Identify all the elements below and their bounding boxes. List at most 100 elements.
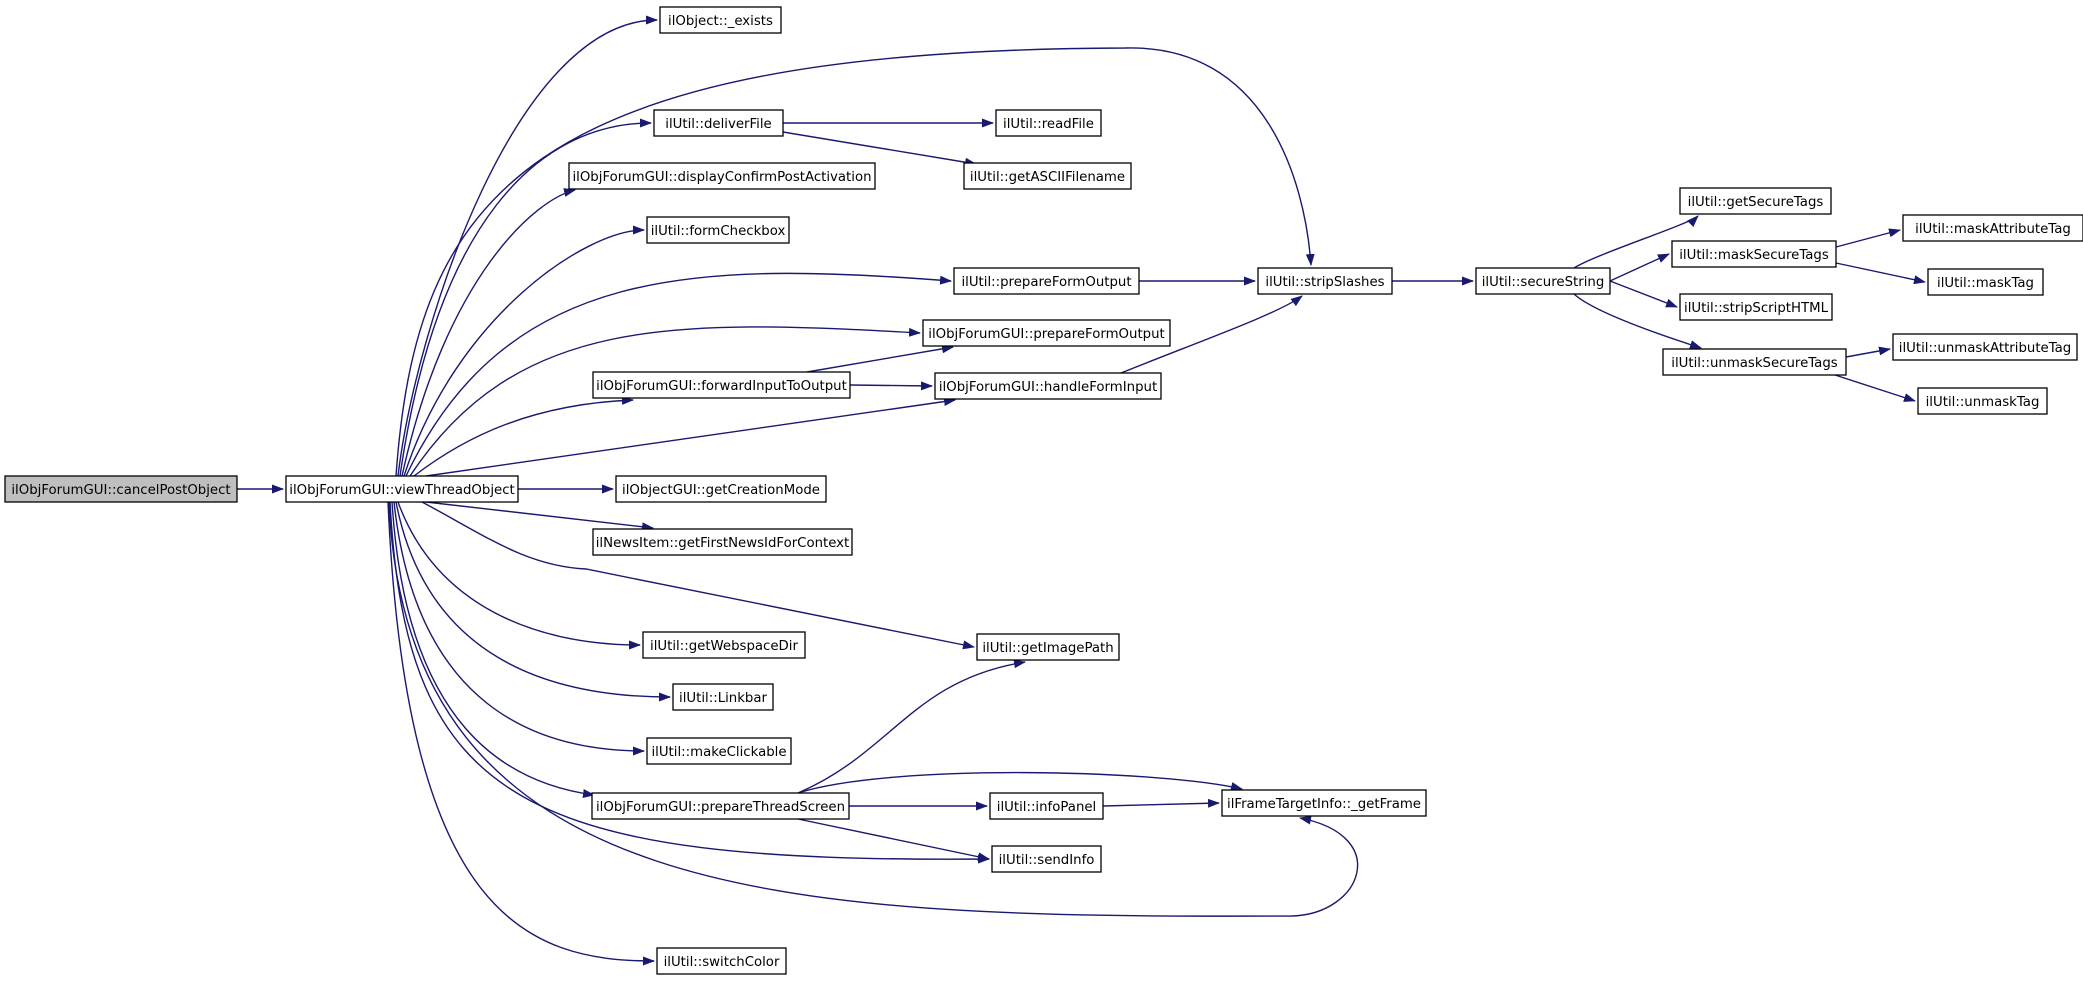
- node-box: [1671, 240, 1837, 268]
- node-box: [4, 475, 238, 503]
- node-get-secure-tags[interactable]: ilUtil::getSecureTags: [1679, 187, 1832, 215]
- node-get-image-path[interactable]: ilUtil::getImagePath: [976, 633, 1120, 661]
- node-label: ilUtil::unmaskSecureTags: [1671, 356, 1837, 371]
- node-box: [646, 737, 792, 765]
- node-box: [963, 162, 1132, 190]
- node-form-checkbox[interactable]: ilUtil::formCheckbox: [646, 216, 790, 244]
- node-info-panel[interactable]: ilUtil::infoPanel: [989, 792, 1104, 820]
- node-make-clickable[interactable]: ilUtil::makeClickable: [646, 737, 792, 765]
- node-unmask-tag[interactable]: ilUtil::unmaskTag: [1917, 387, 2048, 415]
- node-label: ilUtil::infoPanel: [997, 800, 1097, 815]
- node-label: ilObject::_exists: [668, 14, 773, 29]
- node-get-frame[interactable]: ilFrameTargetInfo::_getFrame: [1221, 789, 1427, 817]
- edge-handle-form-input-to-strip-slashes: [1120, 295, 1303, 374]
- node-label: ilObjForumGUI::prepareThreadScreen: [596, 800, 845, 815]
- node-get-webspace-dir[interactable]: ilUtil::getWebspaceDir: [642, 631, 806, 659]
- node-forward-input-to-output[interactable]: ilObjForumGUI::forwardInputToOutput: [592, 371, 851, 399]
- node-label: ilObjectGUI::getCreationMode: [622, 483, 820, 498]
- edge-view-thread-object-to-get-webspace-dir: [397, 501, 641, 650]
- node-box: [1257, 267, 1393, 295]
- node-display-confirm-post-activation[interactable]: ilObjForumGUI::displayConfirmPostActivat…: [568, 162, 876, 190]
- node-label: ilUtil::maskTag: [1937, 276, 2034, 291]
- node-box: [976, 633, 1120, 661]
- edge-view-thread-object-to-forum-prepare-form-output: [409, 326, 921, 477]
- node-label: ilUtil::sendInfo: [999, 853, 1095, 868]
- node-send-info[interactable]: ilUtil::sendInfo: [991, 845, 1102, 873]
- node-box: [591, 792, 850, 820]
- node-box: [995, 109, 1102, 137]
- edge-view-thread-object-to-get-first-news-id: [425, 501, 654, 532]
- edge-secure-string-to-unmask-secure-tags: [1573, 293, 1702, 349]
- edge-deliver-file-to-get-ascii-filename: [782, 131, 977, 167]
- node-label: ilUtil::maskSecureTags: [1679, 248, 1829, 263]
- node-label: ilUtil::unmaskAttributeTag: [1899, 341, 2072, 356]
- node-box: [659, 6, 782, 34]
- node-get-ascii-filename[interactable]: ilUtil::getASCIIFilename: [963, 162, 1132, 190]
- node-box: [568, 162, 876, 190]
- node-box: [1662, 348, 1847, 376]
- edge-prepare-thread-screen-to-get-frame: [797, 771, 1243, 794]
- edge-forward-input-to-output-to-handle-form-input: [849, 381, 933, 391]
- node-box: [1475, 267, 1611, 295]
- edge-view-thread-object-to-send-info: [389, 501, 990, 864]
- node-object-exists[interactable]: ilObject::_exists: [659, 6, 782, 34]
- node-label: ilUtil::stripSlashes: [1265, 275, 1384, 290]
- node-get-first-news-id[interactable]: ilNewsItem::getFirstNewsIdForContext: [592, 528, 853, 556]
- node-view-thread-object[interactable]: ilObjForumGUI::viewThreadObject: [285, 475, 519, 503]
- node-box: [1927, 268, 2044, 296]
- node-get-creation-mode[interactable]: ilObjectGUI::getCreationMode: [615, 475, 827, 503]
- node-box: [656, 947, 787, 975]
- node-box: [1679, 293, 1833, 321]
- node-handle-form-input[interactable]: ilObjForumGUI::handleFormInput: [934, 372, 1162, 400]
- node-label: ilUtil::makeClickable: [651, 745, 786, 760]
- node-label: ilUtil::getWebspaceDir: [650, 639, 798, 654]
- node-label: ilObjForumGUI::cancelPostObject: [11, 483, 230, 498]
- node-label: ilObjForumGUI::prepareFormOutput: [928, 327, 1165, 342]
- edge-secure-string-to-strip-script-html: [1609, 280, 1678, 308]
- edge-secure-string-to-get-secure-tags: [1573, 215, 1699, 269]
- node-label: ilUtil::formCheckbox: [651, 224, 786, 239]
- node-cancel-post-object[interactable]: ilObjForumGUI::cancelPostObject: [4, 475, 238, 503]
- node-label: ilUtil::Linkbar: [679, 691, 768, 706]
- node-box: [646, 216, 790, 244]
- node-label: ilObjForumGUI::forwardInputToOutput: [596, 379, 847, 394]
- node-box: [1679, 187, 1832, 215]
- edge-view-thread-object-to-display-confirm-post-activation: [401, 188, 576, 477]
- node-unmask-secure-tags[interactable]: ilUtil::unmaskSecureTags: [1662, 348, 1847, 376]
- node-mask-secure-tags[interactable]: ilUtil::maskSecureTags: [1671, 240, 1837, 268]
- node-box: [991, 845, 1102, 873]
- node-box: [592, 371, 851, 399]
- node-linkbar[interactable]: ilUtil::Linkbar: [672, 683, 774, 711]
- node-label: ilUtil::switchColor: [664, 955, 780, 970]
- edge-view-thread-object-to-forward-input-to-output: [413, 395, 634, 477]
- node-util-prepare-form-output[interactable]: ilUtil::prepareFormOutput: [953, 267, 1140, 295]
- edge-mask-secure-tags-to-mask-attribute-tag: [1835, 228, 1901, 248]
- node-read-file[interactable]: ilUtil::readFile: [995, 109, 1102, 137]
- node-strip-script-html[interactable]: ilUtil::stripScriptHTML: [1679, 293, 1833, 321]
- node-box: [989, 792, 1104, 820]
- node-secure-string[interactable]: ilUtil::secureString: [1475, 267, 1611, 295]
- node-box: [1221, 789, 1427, 817]
- node-strip-slashes[interactable]: ilUtil::stripSlashes: [1257, 267, 1393, 295]
- node-mask-attribute-tag[interactable]: ilUtil::maskAttributeTag: [1902, 214, 2083, 242]
- node-label: ilFrameTargetInfo::_getFrame: [1227, 797, 1421, 812]
- edge-view-thread-object-to-form-checkbox: [403, 225, 645, 477]
- node-mask-tag[interactable]: ilUtil::maskTag: [1927, 268, 2044, 296]
- node-label: ilUtil::maskAttributeTag: [1915, 222, 2071, 237]
- node-forum-prepare-form-output[interactable]: ilObjForumGUI::prepareFormOutput: [922, 319, 1171, 347]
- node-box: [672, 683, 774, 711]
- node-unmask-attribute-tag[interactable]: ilUtil::unmaskAttributeTag: [1892, 333, 2078, 361]
- node-deliver-file[interactable]: ilUtil::deliverFile: [653, 109, 784, 137]
- node-box: [653, 109, 784, 137]
- node-label: ilObjForumGUI::displayConfirmPostActivat…: [572, 170, 871, 185]
- edge-view-thread-object-to-handle-form-input: [425, 397, 956, 477]
- node-switch-color[interactable]: ilUtil::switchColor: [656, 947, 787, 975]
- edge-view-thread-object-to-prepare-thread-screen: [391, 501, 595, 798]
- node-prepare-thread-screen[interactable]: ilObjForumGUI::prepareThreadScreen: [591, 792, 850, 820]
- edge-view-thread-object-to-deliver-file: [399, 118, 652, 477]
- edge-view-thread-object-to-util-prepare-form-output: [405, 272, 952, 477]
- edge-view-thread-object-to-strip-slashes: [395, 47, 1315, 477]
- edge-mask-secure-tags-to-mask-tag: [1835, 262, 1926, 285]
- node-box: [1917, 387, 2048, 415]
